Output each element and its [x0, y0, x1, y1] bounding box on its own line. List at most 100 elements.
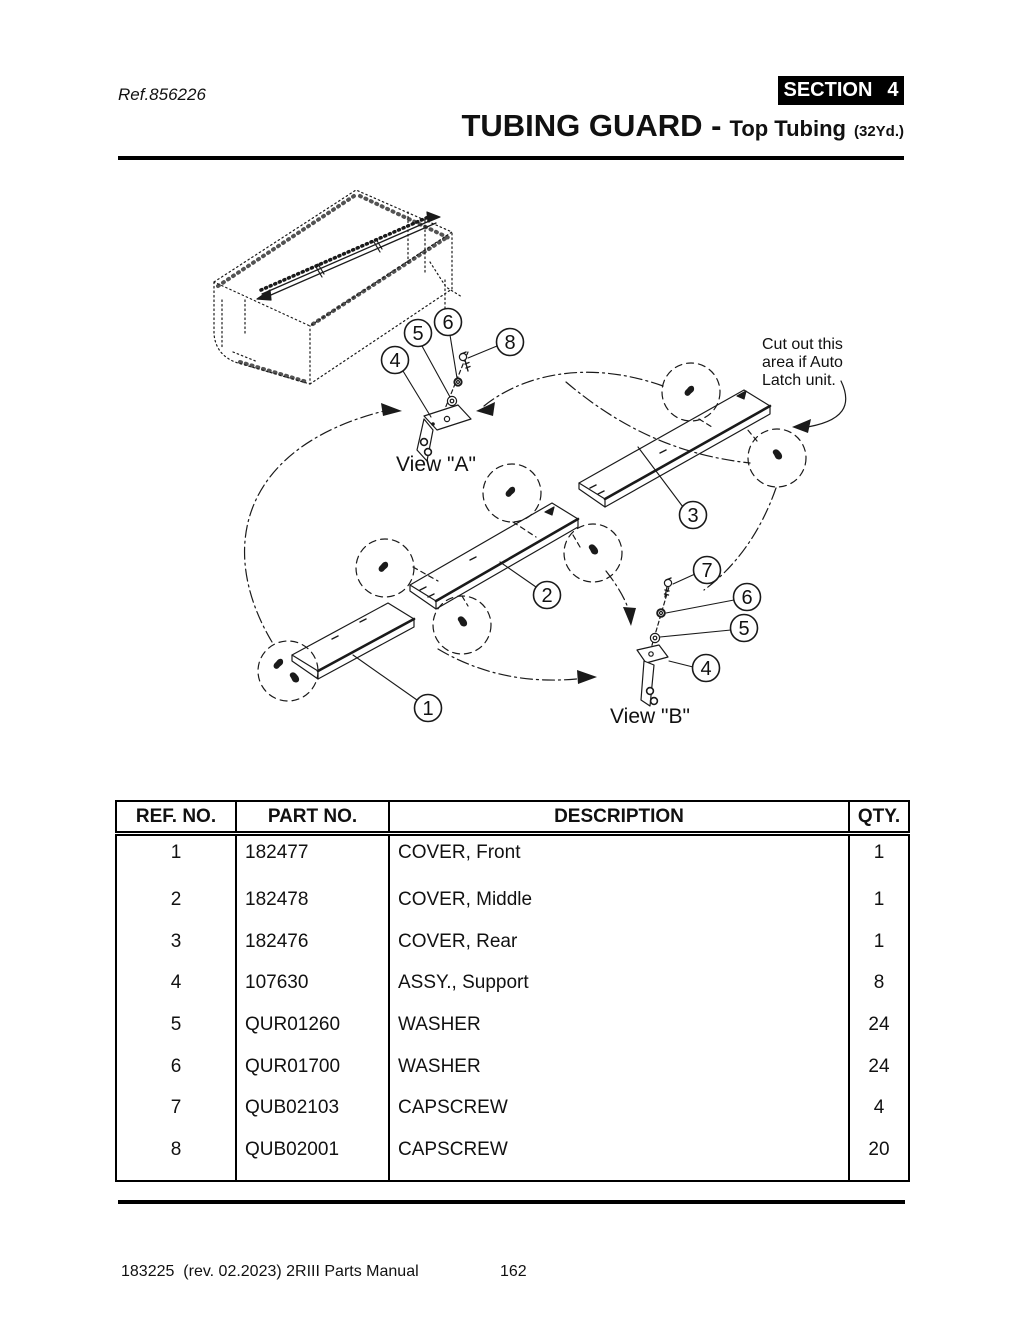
capscrew-a: [458, 351, 471, 372]
cutout-note-line2: area if Auto: [762, 354, 843, 371]
rail-joints: [315, 238, 383, 278]
cell-qty: 1: [848, 888, 910, 930]
curve-to-view-a-right: [483, 371, 664, 407]
page-title-size-note: (32Yd.): [853, 123, 904, 140]
view-pointer-arrowheads: [381, 402, 636, 684]
filler-cell: [848, 1179, 910, 1181]
callout-1: [413, 693, 443, 723]
col-header-desc: DESCRIPTION: [388, 800, 850, 836]
exploded-view-diagram: 1 2 3 4 5 6 8 7 6 5 4 View "A" View "B" …: [213, 189, 847, 728]
cover-front-bolt-marks: [331, 618, 367, 640]
cell-desc: COVER, Middle: [388, 888, 850, 930]
page-title-main: TUBING GUARD -: [461, 108, 722, 143]
cell-part: 182477: [235, 833, 390, 889]
assembly-axis-a: [437, 351, 469, 427]
col-header-ref: REF. NO.: [115, 800, 237, 836]
support-bracket-a: [416, 404, 472, 462]
cell-qty: 20: [848, 1137, 910, 1180]
callout-5a-number: 5: [412, 323, 423, 345]
detail-circle-leaders: [412, 418, 758, 607]
tubing-guard-rail: [256, 211, 441, 301]
cutout-note-line1: Cut out this: [762, 336, 843, 353]
callout-4b: [691, 653, 721, 683]
view-a-label: View "A": [396, 453, 476, 476]
curve-to-view-b-right: [437, 648, 587, 681]
table-row: 4 107630 ASSY., Support 8: [115, 971, 910, 1013]
table-filler-row: [115, 1179, 910, 1181]
capscrew-b: [663, 577, 673, 598]
cell-part: 182478: [235, 888, 390, 930]
filler-cell: [235, 1179, 390, 1181]
callout-6b-number: 6: [741, 587, 752, 609]
cover-rear-end-arrow: [736, 390, 747, 400]
body-front-face: [309, 231, 453, 385]
callout-7b-number: 7: [701, 560, 712, 582]
support-bracket-b: [636, 644, 669, 707]
cell-desc: COVER, Front: [388, 833, 850, 889]
cover-middle: [409, 502, 580, 610]
detail-circle-mid-right: [563, 523, 623, 583]
header-rule: [118, 156, 904, 160]
reference-number: Ref.856226: [118, 85, 206, 104]
cell-part: 107630: [235, 971, 390, 1013]
callout-balloons: [380, 307, 762, 723]
table-row: 2 182478 COVER, Middle 1: [115, 888, 910, 930]
arrow-view-a-right: [476, 402, 495, 416]
curve-to-view-a-left: [243, 410, 385, 643]
table-row: 6 QUR01700 WASHER 24: [115, 1054, 910, 1097]
cell-qty: 1: [848, 929, 910, 972]
page-title: TUBING GUARD - Top Tubing (32Yd.): [461, 108, 904, 144]
callout-5b-number: 5: [738, 618, 749, 640]
callout-6a: [433, 307, 463, 337]
filler-cell: [115, 1179, 237, 1181]
detail-circle-mid-top: [482, 463, 542, 523]
clip-glyphs: [273, 385, 783, 683]
cell-desc: ASSY., Support: [388, 971, 850, 1013]
nut-a: [453, 377, 463, 387]
cell-ref: 4: [115, 971, 237, 1013]
cell-part: QUB02103: [235, 1096, 390, 1138]
parts-table: REF. NO. PART NO. DESCRIPTION QTY. 1 182…: [115, 800, 910, 1182]
detail-circle-front-end: [257, 640, 319, 702]
cover-rear-bolt-marks: [589, 449, 667, 495]
cell-ref: 2: [115, 888, 237, 930]
washer-a: [446, 395, 458, 407]
section-badge: SECTION 4: [778, 76, 904, 105]
cover-middle-bolt-marks: [419, 556, 477, 598]
body-right-detail: [407, 211, 463, 319]
callout-4a: [380, 345, 410, 375]
section-badge-label: SECTION: [783, 79, 873, 101]
rail-arrow-right: [426, 211, 441, 223]
callout-8a: [495, 327, 525, 357]
machine-body-outline: [213, 189, 463, 385]
cell-ref: 1: [115, 833, 237, 889]
filler-cell: [388, 1179, 850, 1181]
callout-3-number: 3: [687, 505, 698, 527]
cell-desc: CAPSCREW: [388, 1137, 850, 1180]
arrow-view-b-down: [623, 607, 636, 626]
table-header-row: REF. NO. PART NO. DESCRIPTION QTY.: [115, 800, 910, 836]
cell-qty: 4: [848, 1096, 910, 1138]
detail-circle-rear-end: [747, 428, 807, 488]
cell-ref: 8: [115, 1137, 237, 1180]
cover-rear: [578, 389, 772, 508]
footer-rule: [118, 1200, 905, 1204]
footer-manual-info: 183225 (rev. 02.2023) 2RIII Parts Manual: [121, 1263, 419, 1280]
cell-desc: CAPSCREW: [388, 1096, 850, 1138]
cell-ref: 6: [115, 1054, 237, 1097]
table-row: 3 182476 COVER, Rear 1: [115, 929, 910, 972]
callout-leaders: [352, 334, 735, 701]
callout-4a-number: 4: [389, 350, 400, 372]
callout-2-number: 2: [541, 585, 552, 607]
cell-part: 182476: [235, 929, 390, 972]
cutout-note-line3: Latch unit.: [762, 372, 836, 389]
body-stitch-texture: [216, 192, 451, 384]
view-b-label: View "B": [610, 705, 690, 728]
view-pointer-curves: [243, 371, 777, 681]
cover-front: [291, 602, 416, 680]
cell-ref: 5: [115, 1012, 237, 1055]
rail-serration: [259, 213, 435, 292]
cell-desc: WASHER: [388, 1012, 850, 1055]
cell-part: QUR01700: [235, 1054, 390, 1097]
